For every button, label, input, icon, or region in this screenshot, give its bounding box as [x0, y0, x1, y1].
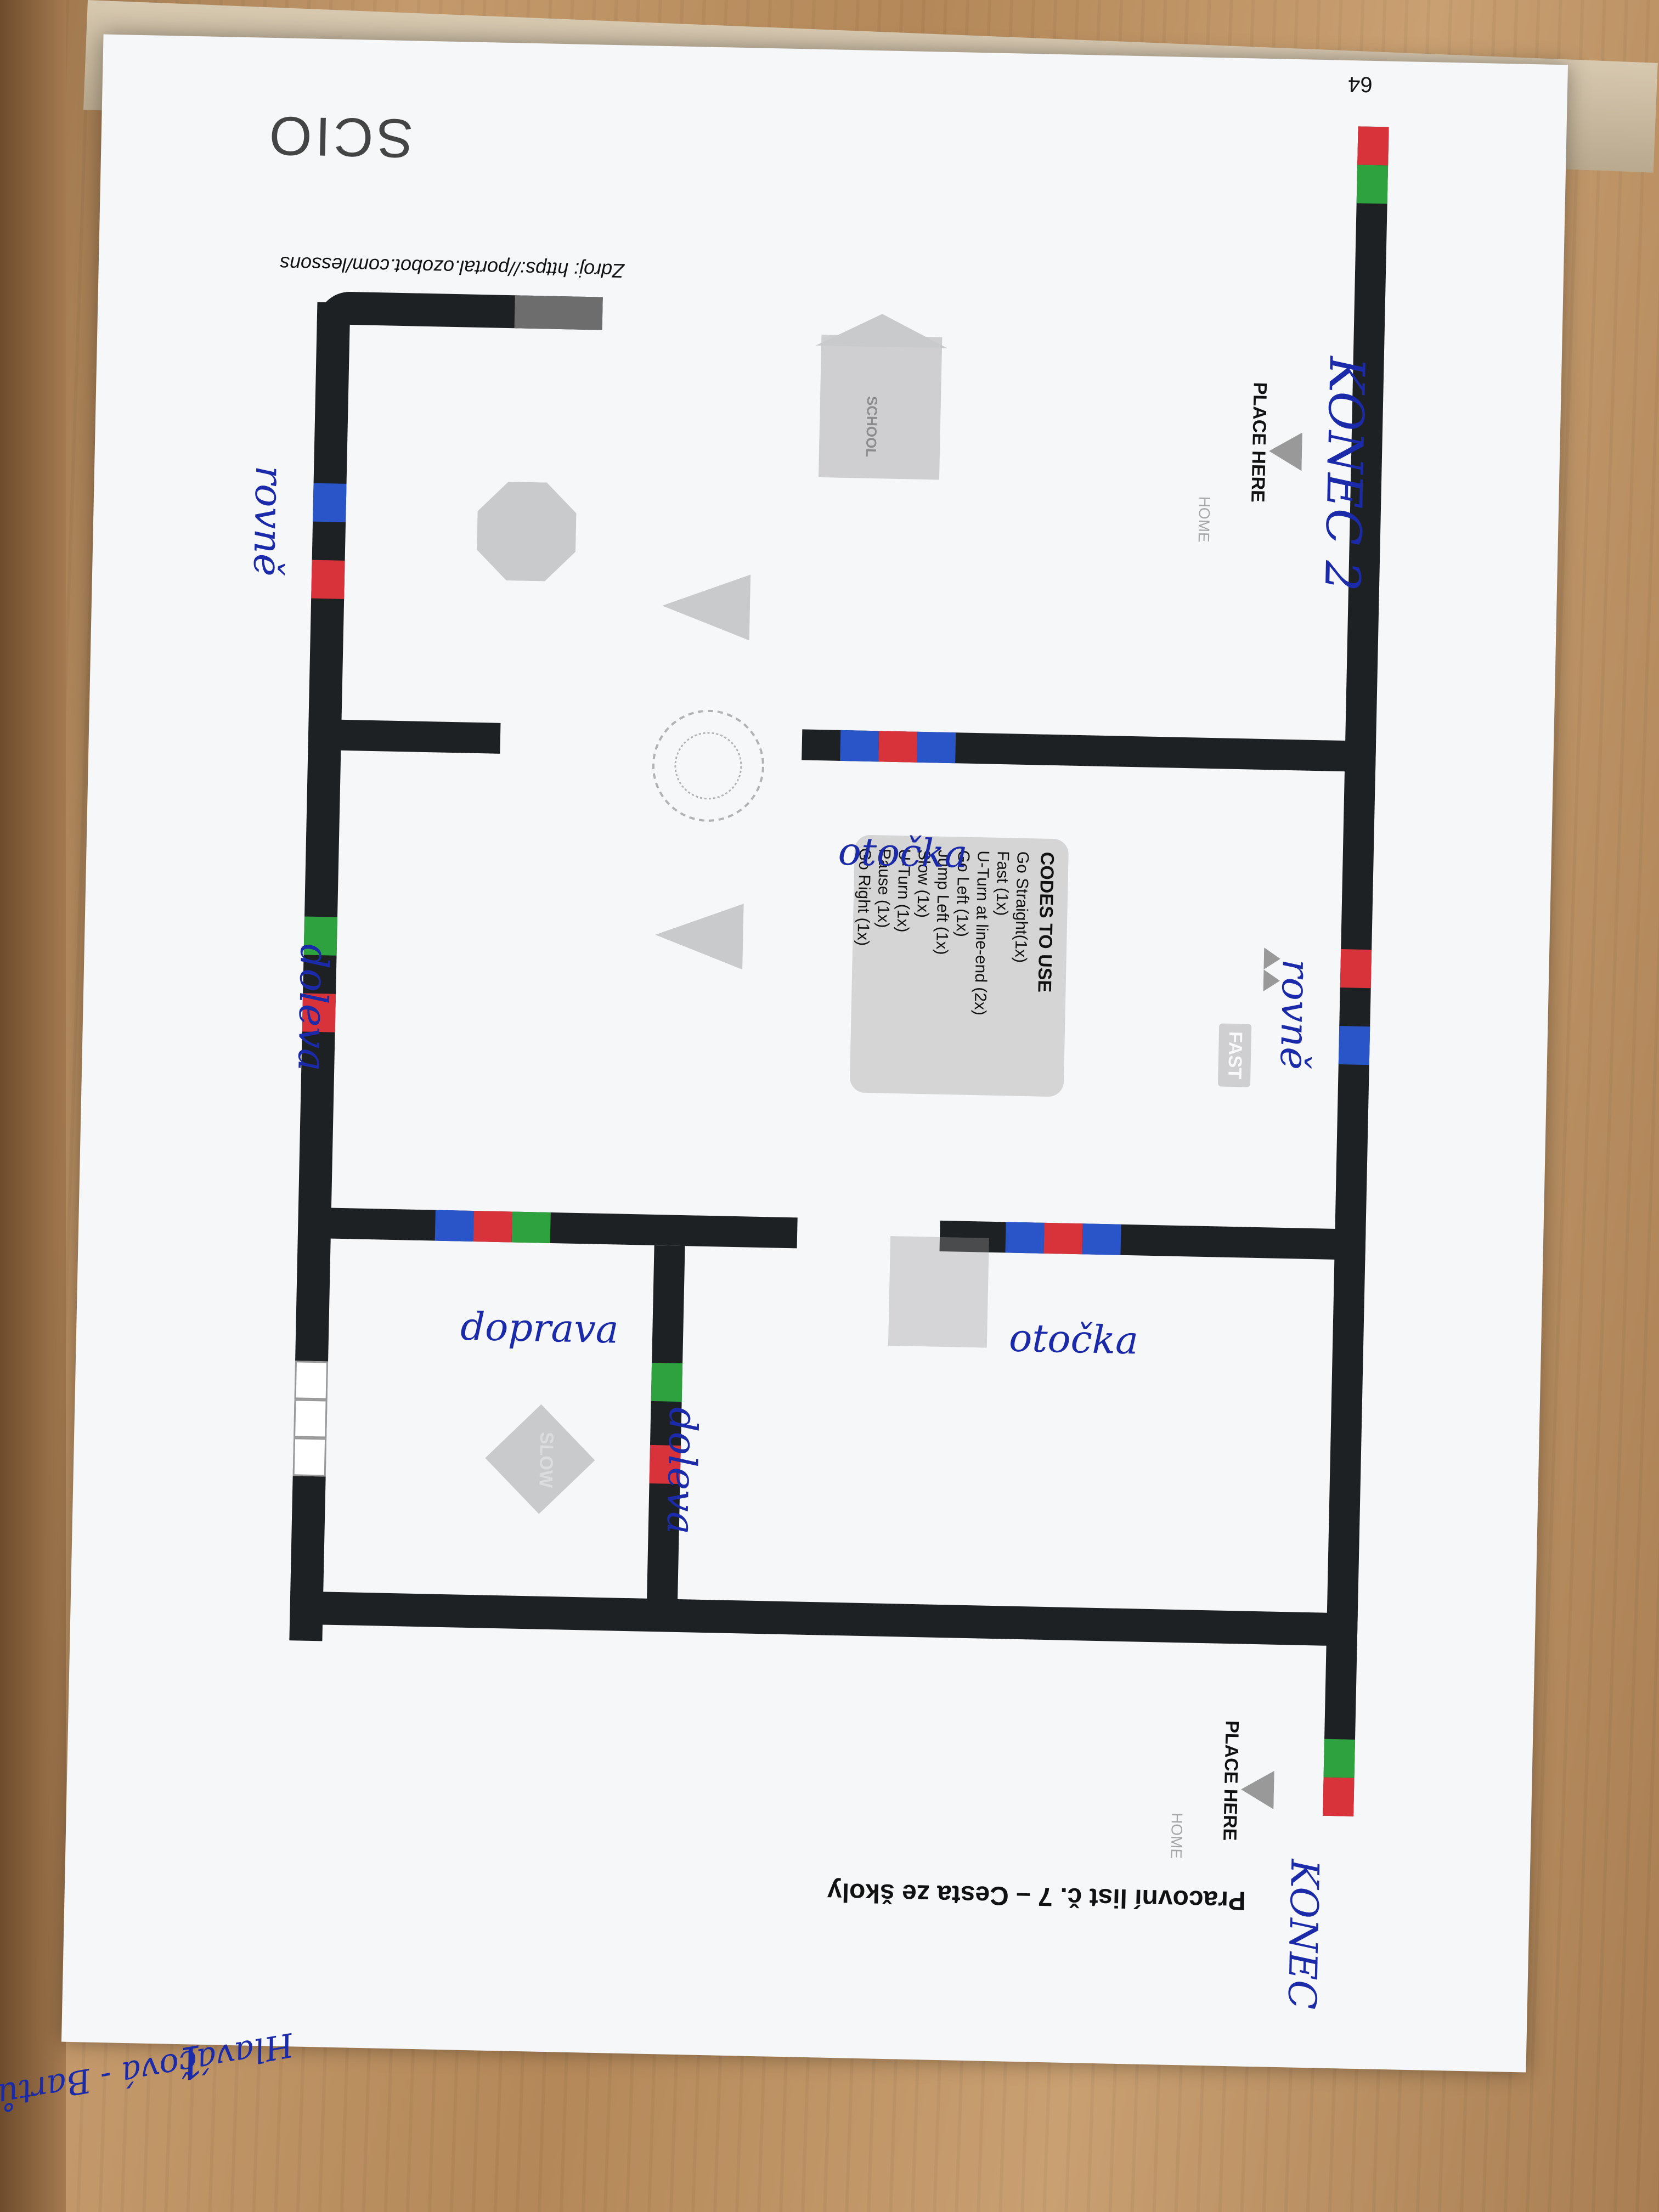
code-red	[311, 560, 345, 599]
code-gray	[514, 295, 603, 330]
handwriting-otocka: otočka	[837, 828, 968, 877]
desk-shadow	[0, 0, 66, 2212]
handwriting-rovne: rovně	[1271, 958, 1319, 1070]
triangle-arrow-icon	[1241, 1770, 1274, 1809]
code-red	[1340, 949, 1372, 989]
code-white	[294, 1361, 329, 1400]
page-number: 64	[1347, 71, 1373, 97]
handwriting-doleva: doleva	[658, 1407, 706, 1535]
code-green-end2	[1356, 165, 1389, 204]
road-block-icon	[888, 1235, 990, 1348]
code-blue	[917, 731, 956, 764]
stop-sign-icon	[477, 482, 577, 582]
handwriting-konec: KONEC	[1279, 1859, 1328, 2010]
code-blue	[313, 483, 347, 522]
code-green-end	[1323, 1739, 1356, 1778]
circle-target-icon	[652, 709, 764, 822]
traffic-cone-icon	[662, 574, 751, 641]
scio-logo: SCIO	[265, 104, 414, 170]
traffic-cone-icon	[655, 904, 744, 970]
handwriting-otocka: otočka	[1008, 1315, 1139, 1363]
source-line: Zdroj: https://portal.ozobot.com/lessons	[279, 252, 625, 283]
worksheet-title: Pracovní list č. 7 – Cesta ze školy	[827, 1877, 1246, 1915]
handwriting-doleva: doleva	[289, 943, 337, 1072]
upper-left-stub	[324, 719, 501, 754]
lower-middle-road-right	[939, 1220, 1366, 1261]
slow-sign-label: SLOW	[535, 1431, 557, 1488]
home-label: HOME	[1195, 496, 1214, 543]
code-red	[878, 731, 918, 763]
worksheet-paper: Pracovní list č. 7 – Cesta ze školy 64 Z…	[61, 34, 1568, 2073]
handwriting-rovne: rovně	[244, 465, 292, 577]
code-blue	[1005, 1222, 1045, 1254]
bottom-road	[290, 1591, 1358, 1646]
handwriting-doprava: doprava	[460, 1304, 619, 1352]
place-here-label: PLACE HERE	[1219, 1720, 1243, 1841]
code-green	[511, 1211, 551, 1243]
code-blue	[1082, 1223, 1121, 1255]
code-blue	[435, 1210, 474, 1242]
code-green	[651, 1362, 683, 1402]
home-label: HOME	[1167, 1812, 1186, 1859]
place-here-label: PLACE HERE	[1247, 382, 1271, 503]
code-red-end2	[1357, 126, 1389, 166]
codes-title: CODES TO USE	[1034, 851, 1058, 993]
fast-sign: FAST	[1217, 1023, 1252, 1087]
handwriting-konec-2: KONEC 2	[1313, 356, 1375, 592]
lower-middle-road-left	[314, 1207, 798, 1249]
school-label: SCHOOL	[862, 396, 881, 458]
slow-sign-icon	[485, 1404, 595, 1514]
code-red	[1043, 1222, 1083, 1255]
code-red-end	[1323, 1777, 1355, 1816]
code-item: Go Straight(1x)	[1011, 851, 1032, 963]
code-blue	[1338, 1026, 1370, 1065]
fast-forward-icon	[1263, 947, 1280, 992]
code-white	[294, 1399, 328, 1438]
code-white	[292, 1437, 327, 1477]
code-red	[473, 1211, 512, 1243]
code-blue	[840, 730, 879, 762]
school-icon	[816, 314, 947, 480]
triangle-arrow-icon	[1269, 432, 1302, 471]
